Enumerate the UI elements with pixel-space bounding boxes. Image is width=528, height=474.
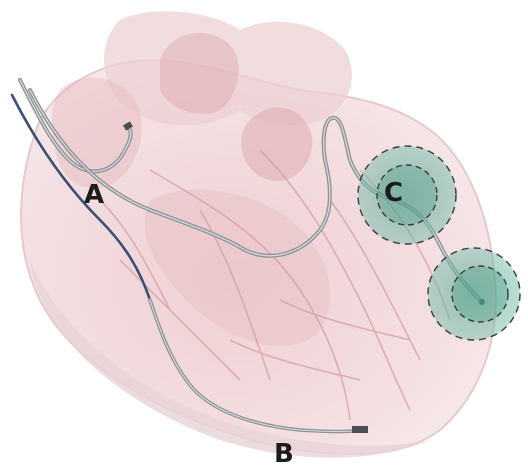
aorta [160,33,239,114]
target-zone-upper [358,146,456,244]
label-a: A [84,180,104,210]
label-b: B [274,439,294,469]
target-zone-lower [428,248,520,340]
label-c: C [384,178,403,208]
